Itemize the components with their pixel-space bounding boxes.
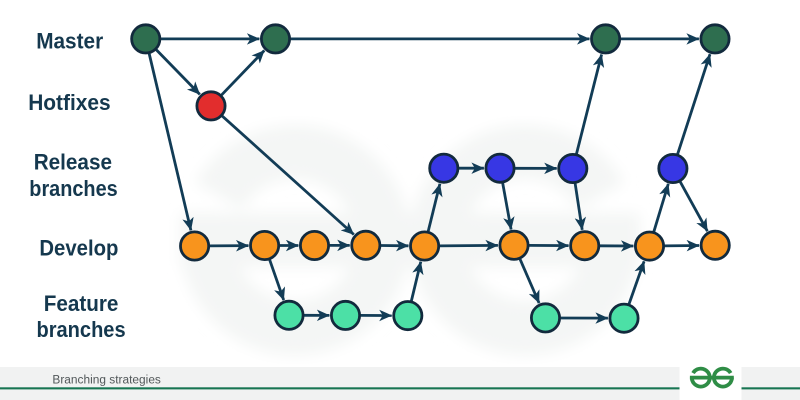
svg-text:Branching strategies: Branching strategies	[52, 375, 161, 387]
svg-text:Master: Master	[36, 28, 103, 53]
svg-text:branches: branches	[29, 176, 117, 201]
svg-text:Hotfixes: Hotfixes	[28, 90, 111, 115]
svg-text:Develop: Develop	[39, 236, 118, 261]
svg-text:branches: branches	[37, 317, 126, 342]
svg-text:Feature: Feature	[44, 291, 119, 316]
svg-text:Release: Release	[34, 150, 112, 175]
